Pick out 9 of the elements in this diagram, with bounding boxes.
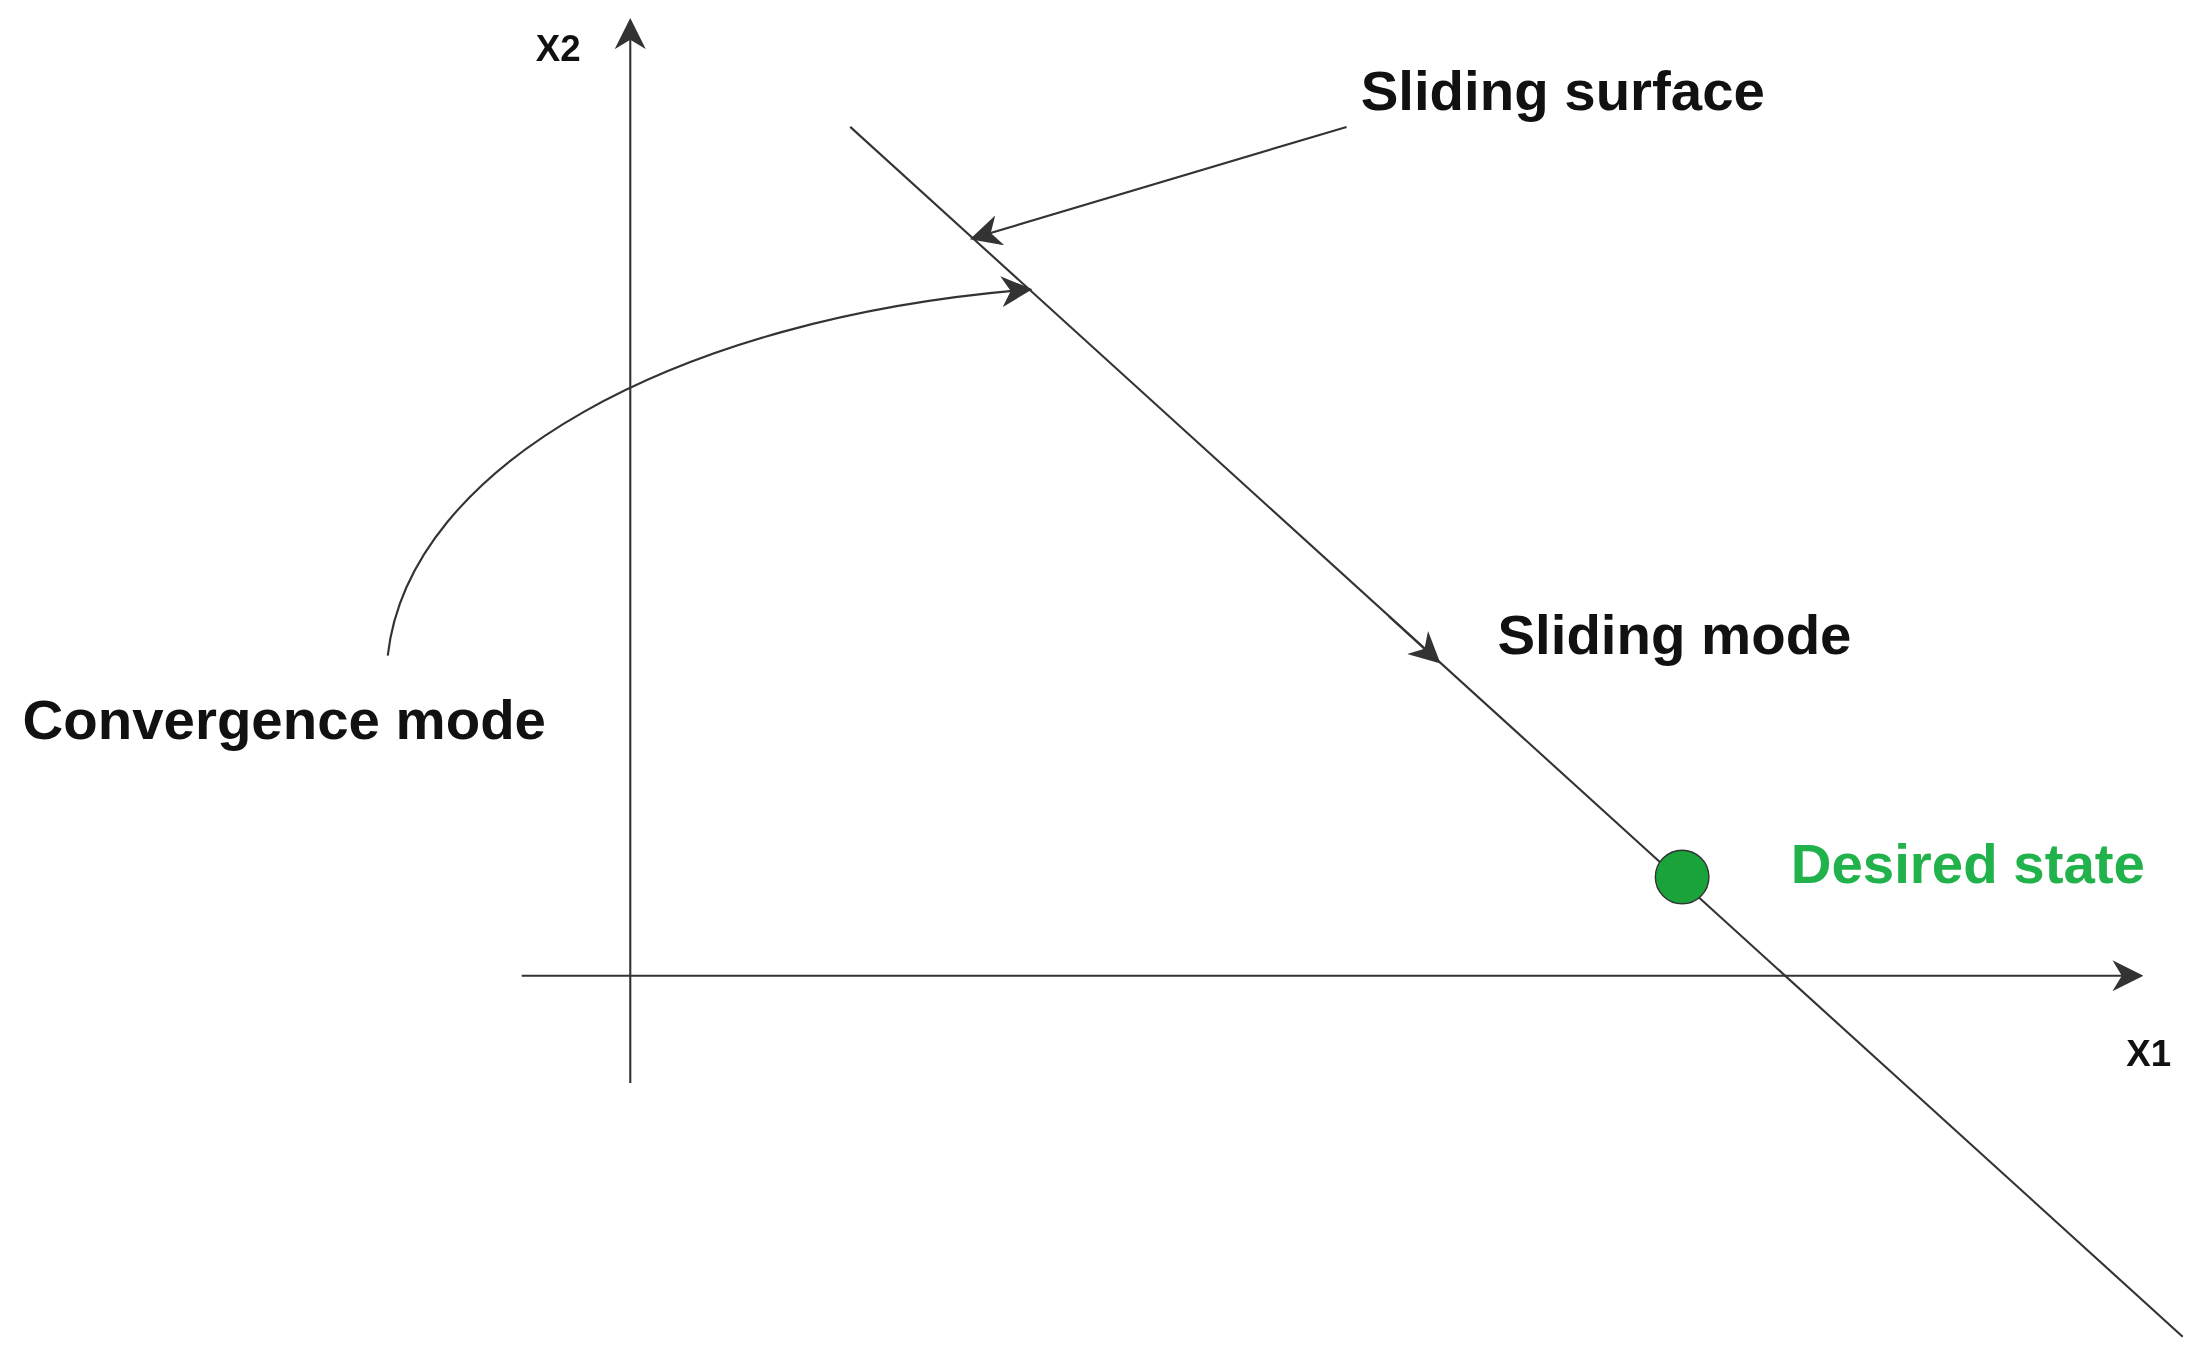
sliding-surface-line [849,126,2184,1338]
mode-label: Sliding mode [1497,603,1852,666]
axis-label: X2 [535,28,581,69]
state-caption: Desired state [1790,831,2145,894]
axis-label: X1 [2126,1033,2172,1074]
leader-arrow [969,125,1347,246]
mode-label: Convergence mode [22,688,546,751]
mode-label: Sliding surface [1360,59,1765,122]
trajectory-arrow [386,277,1033,656]
